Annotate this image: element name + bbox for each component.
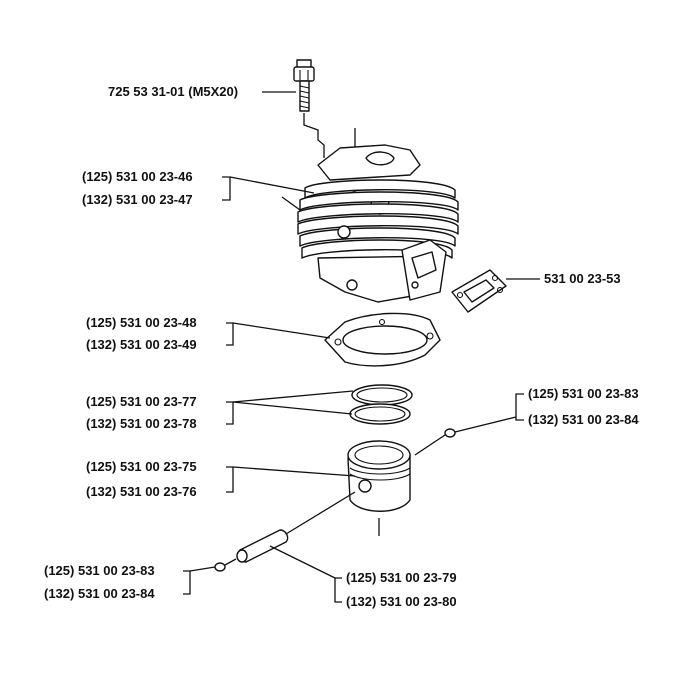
pin-part-number-132: (132) 531 00 23-80 (346, 594, 457, 609)
base-gasket-part (324, 312, 441, 367)
pin-part-number-125: (125) 531 00 23-79 (346, 570, 457, 585)
circlip-left-part-number-132: (132) 531 00 23-84 (44, 586, 155, 601)
rings-part-number-132: (132) 531 00 23-78 (86, 416, 197, 431)
bolt-part-number: 725 53 31-01 (M5X20) (108, 84, 239, 99)
piston-part (347, 440, 411, 536)
circlip-left-part (214, 558, 237, 572)
circlip-right-part-number-132: (132) 531 00 23-84 (528, 412, 639, 427)
circlip-right-part (414, 416, 517, 456)
piston-pin-part (236, 491, 356, 563)
rings-part-number-125: (125) 531 00 23-77 (86, 394, 197, 409)
cylinder-part (297, 144, 459, 303)
cylinder-part-number-125: (125) 531 00 23-46 (82, 169, 193, 184)
circlip-left-part-number-125: (125) 531 00 23-83 (44, 563, 155, 578)
bolt-part (293, 59, 315, 112)
base-gasket-part-number-132: (132) 531 00 23-49 (86, 337, 197, 352)
circlip-right-part-number-125: (125) 531 00 23-83 (528, 386, 639, 401)
leader-lines (183, 91, 540, 603)
exhaust-gasket-part-number: 531 00 23-53 (544, 271, 621, 286)
exhaust-gasket-part (451, 269, 507, 313)
base-gasket-part-number-125: (125) 531 00 23-48 (86, 315, 197, 330)
piston-part-number-125: (125) 531 00 23-75 (86, 459, 197, 474)
piston-rings-part (349, 384, 413, 425)
bolt-axis-line (303, 113, 325, 158)
piston-part-number-132: (132) 531 00 23-76 (86, 484, 197, 499)
cylinder-part-number-132: (132) 531 00 23-47 (82, 192, 193, 207)
